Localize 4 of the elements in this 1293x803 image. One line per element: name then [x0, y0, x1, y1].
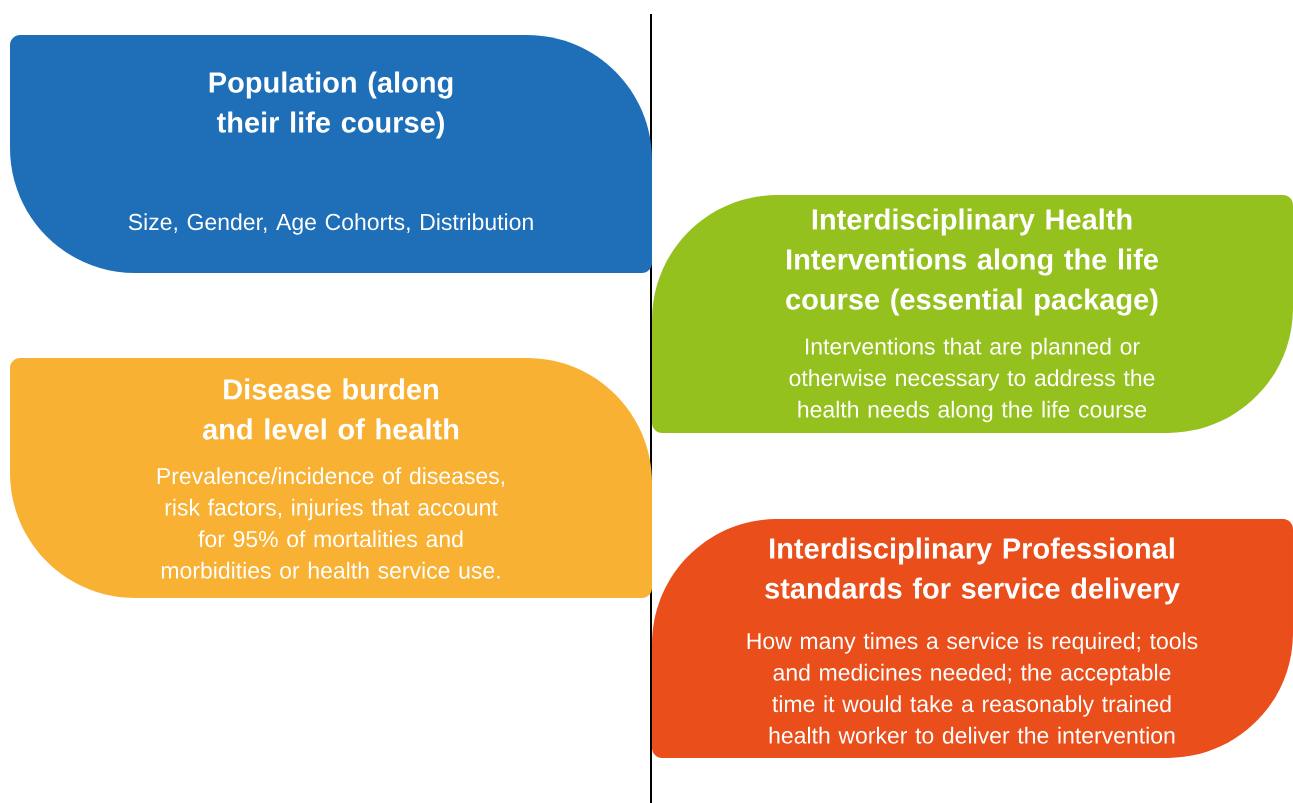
leaf-card: Disease burden and level of health Prevalence/incidence of diseases, risk factors, injuries that account for 95% of mortalities and morbidities or health service use. — [10, 358, 652, 598]
leaf-card: Interdisciplinary Health Interventions along the life course (essential package) Interventions that are planned or otherwise necessary to address the health needs along the life course — [652, 195, 1293, 433]
leaf-card: Interdisciplinary Professional standards for service delivery How many times a service is required; tools and medicines needed; the acceptable time it would take a reasonably trained health worker to deliver the intervention — [652, 519, 1293, 758]
leaf-card: Population (along their life course) Size, Gender, Age Cohorts, Distribution — [10, 35, 652, 273]
